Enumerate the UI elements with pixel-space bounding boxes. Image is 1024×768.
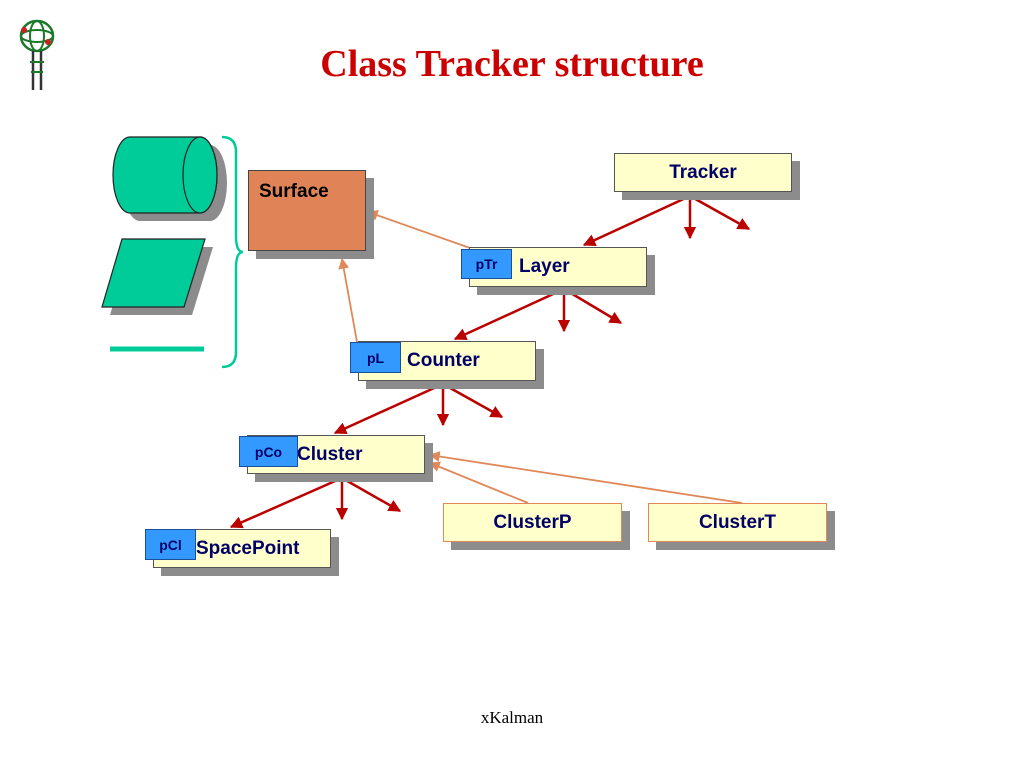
tracker-label: Tracker bbox=[669, 161, 737, 183]
parallelogram-icon bbox=[101, 238, 213, 315]
surface-label: Surface bbox=[259, 181, 329, 202]
spacepoint-label: SpacePoint bbox=[196, 537, 300, 559]
counter-pointer-tag: pL bbox=[350, 342, 401, 373]
clustert-label: ClusterT bbox=[698, 511, 777, 533]
cluster-label: Cluster bbox=[297, 443, 363, 465]
slide-footer: xKalman bbox=[480, 708, 544, 727]
spacepoint-pointer-tag: pCl bbox=[145, 529, 196, 560]
clusterp-box: ClusterP bbox=[443, 503, 622, 542]
slide-title: Class Tracker structure bbox=[320, 43, 704, 85]
layer-label: Layer bbox=[519, 256, 570, 277]
counter-label: Counter bbox=[407, 350, 480, 371]
surface-box: Surface bbox=[248, 170, 366, 251]
logo-icon bbox=[19, 19, 55, 90]
clusterp-label: ClusterP bbox=[493, 511, 572, 533]
layer-pointer-tag: pTr bbox=[461, 249, 512, 279]
tracker-box: Tracker bbox=[614, 153, 792, 192]
brace bbox=[221, 135, 244, 369]
cylinder-icon bbox=[112, 136, 227, 221]
clustert-box: ClusterT bbox=[648, 503, 827, 542]
cluster-pointer-tag: pCo bbox=[239, 436, 298, 467]
